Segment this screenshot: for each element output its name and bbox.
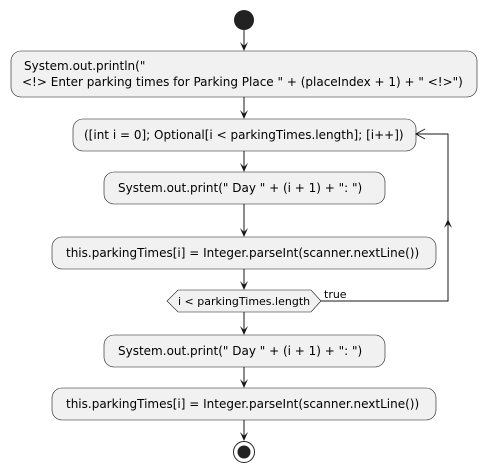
arrowhead [240, 163, 248, 172]
print-day-label-1: System.out.print(" Day " + (i + 1) + ": … [118, 181, 362, 195]
arrowhead [240, 281, 248, 290]
edge-loop-back [321, 133, 449, 302]
arrowhead [240, 228, 248, 237]
parse-label-1: this.parkingTimes[i] = Integer.parseInt(… [66, 246, 419, 260]
condition-true-label: true [324, 288, 347, 301]
start-node [234, 10, 254, 30]
arrowhead [240, 42, 248, 51]
arrowhead [240, 110, 248, 119]
condition-node: i < parkingTimes.length [166, 289, 322, 313]
stop-node [233, 441, 255, 463]
arrowhead-loop-entry [414, 128, 426, 140]
arrowhead [240, 326, 248, 335]
loop-header-label: ([int i = 0]; Optional[i < parkingTimes.… [84, 128, 404, 142]
println-line2: <!> Enter parking times for Parking Plac… [22, 75, 463, 89]
arrowhead [240, 379, 248, 388]
arrowhead [240, 432, 248, 441]
condition-label: i < parkingTimes.length [178, 295, 310, 308]
parse-node-1: this.parkingTimes[i] = Integer.parseInt(… [51, 236, 437, 270]
print-day-node-2: System.out.print(" Day " + (i + 1) + ": … [103, 334, 386, 368]
print-day-node-1: System.out.print(" Day " + (i + 1) + ": … [103, 171, 386, 205]
parse-node-2: this.parkingTimes[i] = Integer.parseInt(… [51, 387, 437, 421]
loop-header-node: ([int i = 0]; Optional[i < parkingTimes.… [72, 118, 417, 152]
println-node: System.out.println(" <!> Enter parking t… [10, 50, 478, 98]
println-line1: System.out.println(" [24, 59, 145, 73]
parse-label-2: this.parkingTimes[i] = Integer.parseInt(… [66, 397, 419, 411]
print-day-label-2: System.out.print(" Day " + (i + 1) + ": … [118, 344, 362, 358]
arrowhead [444, 219, 452, 228]
